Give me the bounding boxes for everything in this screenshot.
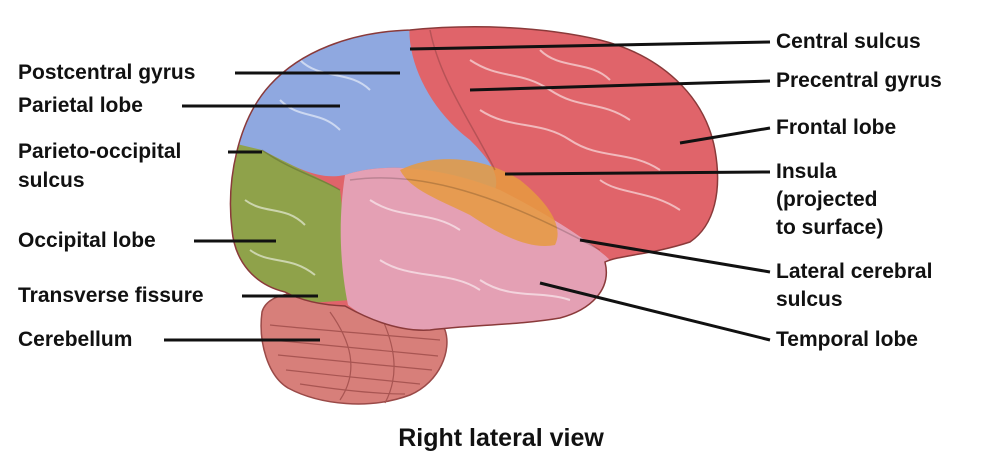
label-parietal-lobe: Parietal lobe	[18, 94, 143, 117]
leader-central-sulcus	[409, 40, 771, 51]
gyri-texture	[244, 49, 681, 301]
label-parieto-occipital-line2: sulcus	[18, 169, 85, 192]
insula-shape	[400, 159, 558, 246]
label-temporal-lobe: Temporal lobe	[776, 328, 918, 351]
label-insula-line3: to surface)	[776, 216, 884, 239]
label-frontal-lobe: Frontal lobe	[776, 116, 897, 139]
label-parieto-occipital-line1: Parieto-occipital	[18, 140, 182, 163]
leader-frontal-lobe	[679, 126, 771, 145]
label-transverse-fissure: Transverse fissure	[18, 284, 204, 307]
diagram-caption: Right lateral view	[398, 424, 604, 452]
label-precentral-gyrus: Precentral gyrus	[776, 69, 942, 92]
brain-outline	[229, 26, 719, 331]
label-postcentral-gyrus: Postcentral gyrus	[18, 61, 196, 84]
temporal-lobe-shape	[340, 167, 612, 331]
cerebellum-folia	[269, 311, 441, 404]
label-occipital-lobe: Occipital lobe	[18, 229, 156, 252]
leader-lateral-cerebral-sulcus	[579, 238, 771, 274]
leader-temporal-lobe	[539, 281, 771, 342]
leader-insula	[504, 170, 771, 176]
label-insula-line2: (projected	[776, 188, 878, 211]
occipital-lobe-shape	[230, 140, 350, 310]
label-insula-line1: Insula	[776, 160, 837, 183]
label-lateral-cerebral-line1: Lateral cerebral	[776, 260, 933, 283]
leader-precentral-gyrus	[469, 79, 771, 92]
label-lateral-cerebral-line2: sulcus	[776, 288, 843, 311]
label-cerebellum: Cerebellum	[18, 328, 133, 351]
label-central-sulcus: Central sulcus	[776, 30, 921, 53]
